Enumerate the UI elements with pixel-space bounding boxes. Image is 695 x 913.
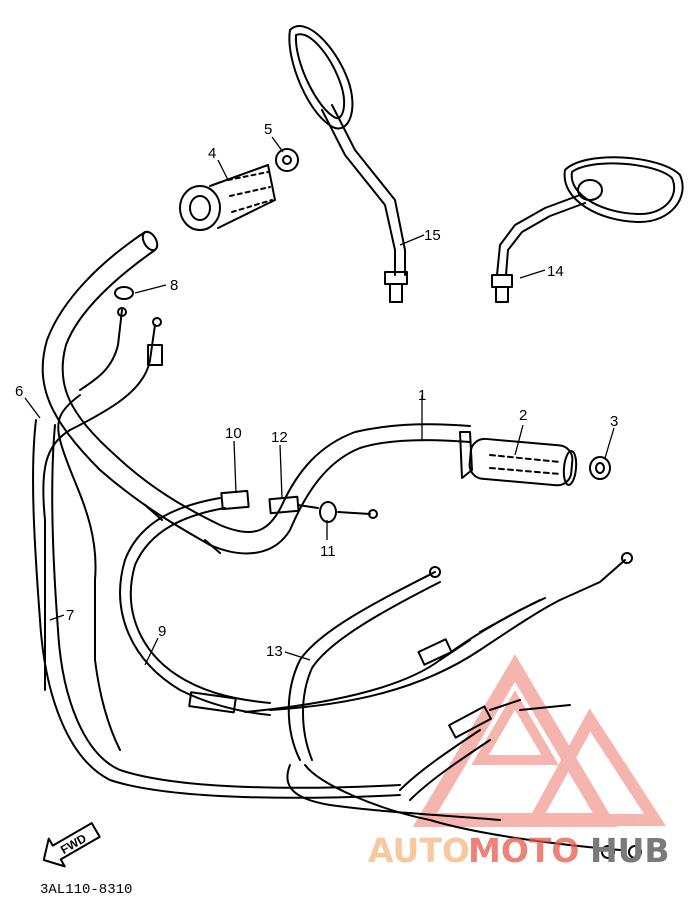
callout-11: 11 <box>320 543 336 560</box>
end-cap-right <box>589 456 611 480</box>
right-grip <box>459 431 578 487</box>
watermark-text: AUTO MOTO HUB <box>368 831 670 870</box>
callout-12: 12 <box>271 429 288 446</box>
leader-lines <box>24 136 615 666</box>
callout-8: 8 <box>170 277 178 294</box>
watermark-auto: AUTO <box>368 831 470 870</box>
end-cap-left <box>275 148 299 172</box>
callout-7: 7 <box>66 607 74 624</box>
callout-3: 3 <box>610 413 618 430</box>
fwd-arrow: FWD <box>42 822 101 868</box>
cable-13 <box>244 566 546 761</box>
clip-part-8 <box>114 286 134 300</box>
mirror-right <box>491 156 684 303</box>
callout-1: 1 <box>418 387 426 404</box>
cables-bottom <box>286 552 642 859</box>
watermark-logo <box>412 654 667 827</box>
callout-6: 6 <box>15 383 23 400</box>
callout-15: 15 <box>424 227 441 244</box>
callout-14: 14 <box>547 263 564 280</box>
callout-9: 9 <box>158 623 166 640</box>
adjuster-parts <box>220 489 378 523</box>
left-grip <box>179 164 276 231</box>
watermark-moto: MOTO <box>468 831 579 870</box>
callout-13: 13 <box>266 643 283 660</box>
cable-6 <box>42 307 163 751</box>
handlebar <box>41 230 471 555</box>
cable-7 <box>32 419 401 799</box>
watermark-hub: HUB <box>590 831 670 870</box>
mirror-left <box>288 25 408 303</box>
callout-labels: 1 2 3 4 5 6 7 8 9 10 11 12 13 14 15 <box>15 121 618 660</box>
cable-9 <box>119 497 561 716</box>
callout-4: 4 <box>208 145 216 162</box>
callout-10: 10 <box>225 425 242 442</box>
callout-5: 5 <box>264 121 272 138</box>
callout-2: 2 <box>519 407 527 424</box>
part-code: 3AL110-8310 <box>40 882 132 898</box>
